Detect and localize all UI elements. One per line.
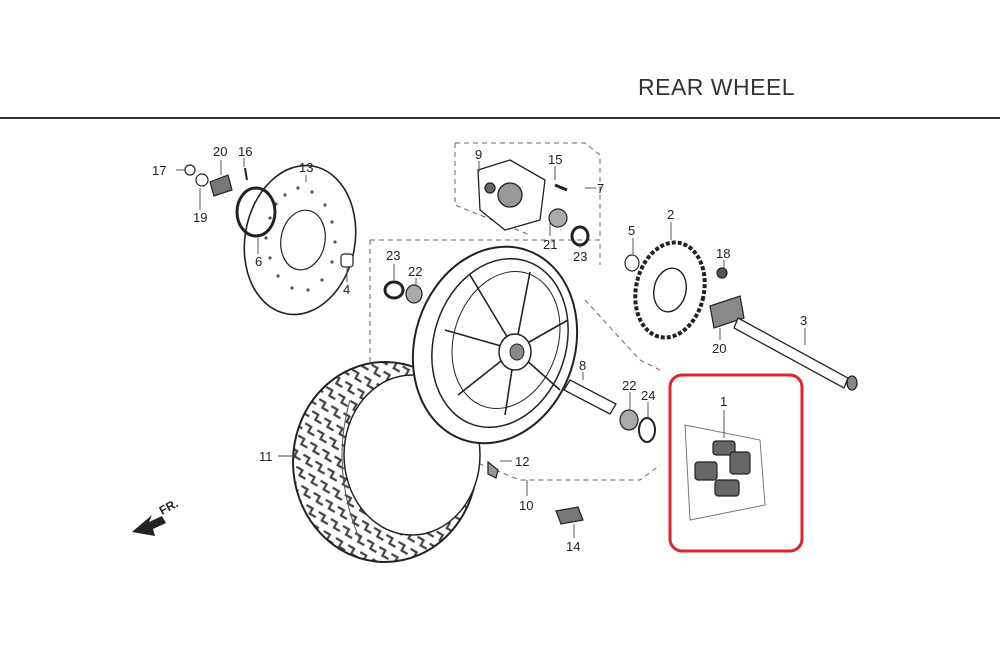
damper-box	[684, 424, 766, 521]
part-label-11: 11	[259, 449, 273, 464]
page-title: REAR WHEEL	[638, 74, 796, 100]
front-direction-arrow: FR.	[132, 496, 180, 536]
hub-assembly-box	[369, 142, 661, 481]
part-label-22: 22	[408, 264, 422, 279]
part-label-3: 3	[800, 313, 807, 328]
part-label-21: 21	[543, 237, 557, 252]
part-label-10: 10	[519, 498, 533, 513]
part-label-6: 6	[255, 254, 262, 269]
part-label-1: 1	[720, 394, 727, 409]
part-label-5: 5	[628, 223, 635, 238]
part-label-12: 12	[515, 454, 529, 469]
part-label-4: 4	[343, 282, 350, 297]
leader-lines	[176, 158, 806, 538]
part-label-9: 9	[475, 147, 482, 162]
part-label-7: 7	[597, 181, 604, 196]
part-label-2: 2	[667, 207, 674, 222]
wheel-damper-rubbers	[694, 440, 751, 497]
hub-gasket	[235, 186, 277, 238]
rear-wheel-rim	[411, 245, 579, 445]
part-label-13: 13	[299, 160, 313, 175]
part-label-20: 20	[213, 144, 227, 159]
drive-sprocket	[633, 240, 707, 340]
part-label-24: 24	[641, 388, 655, 403]
part-label-14: 14	[566, 539, 580, 554]
axles	[563, 317, 858, 415]
front-marker-label: FR.	[157, 496, 181, 517]
part-label-18: 18	[716, 246, 730, 261]
part-label-20b: 20	[712, 341, 726, 356]
header-rule	[0, 117, 1000, 119]
part-label-23: 23	[386, 248, 400, 263]
part-label-16: 16	[238, 144, 252, 159]
part-label-15: 15	[548, 152, 562, 167]
part-label-19: 19	[193, 210, 207, 225]
part-label-22b: 22	[622, 378, 636, 393]
part-label-8: 8	[579, 358, 586, 373]
brake-disc	[243, 164, 357, 316]
highlight-box	[668, 373, 804, 553]
part-label-23b: 23	[573, 249, 587, 264]
part-label-17: 17	[152, 163, 166, 178]
sprocket-flange	[477, 159, 546, 231]
